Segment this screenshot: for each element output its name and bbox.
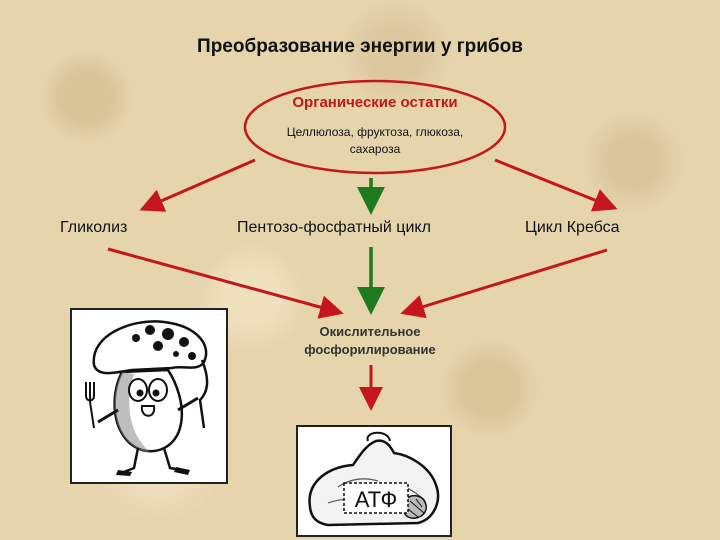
diagram-title: Преобразование энергии у грибов [197, 36, 523, 57]
arrow-to-glycolysis [139, 158, 256, 212]
substrates-line-2: сахароза [349, 142, 401, 156]
oxidation-line-1: Окислительное [319, 324, 421, 339]
atp-label: АТФ [355, 487, 397, 512]
arrow-glycolysis-to-oxidation [107, 247, 344, 319]
krebs-cycle-label: Цикл Кребса [525, 219, 620, 236]
organic-residues-label: Органические остатки [292, 94, 458, 111]
substrates-text: Целлюлоза, фруктоза, глюкоза, сахароза [240, 124, 510, 158]
pentose-phosphate-label: Пентозо-фосфатный цикл [237, 219, 431, 236]
arrow-krebs-to-oxidation [400, 248, 608, 319]
organic-residues-ellipse [243, 79, 507, 175]
oxidation-line-2: фосфорилирование [304, 342, 436, 357]
mushroom-icon [85, 320, 209, 476]
atp-sack-icon: АТФ [308, 431, 440, 527]
atp-sack-image: АТФ [296, 425, 452, 537]
arrow-to-krebs-cycle [494, 158, 618, 212]
substrates-line-1: Целлюлоза, фруктоза, глюкоза, [286, 125, 464, 139]
mushroom-image [70, 308, 228, 484]
glycolysis-label: Гликолиз [60, 219, 128, 236]
oxidative-phosphorylation-label: Окислительное фосфорилирование [240, 323, 500, 359]
